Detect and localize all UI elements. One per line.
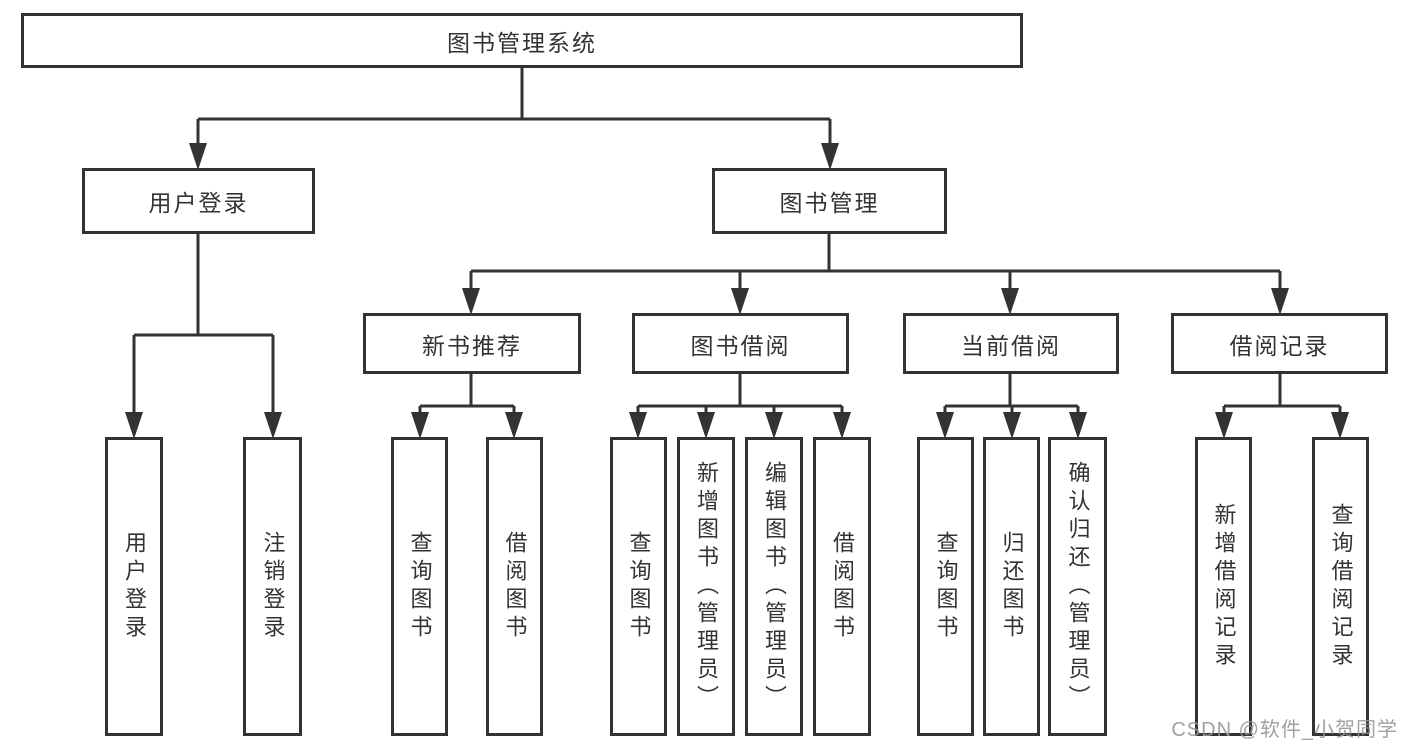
node-book-management-label: 图书管理 [779,190,880,216]
node-borrow-records: 借阅记录 [1171,313,1388,374]
node-book-borrow-label: 图书借阅 [690,332,791,359]
leaf-logout-label: 注销登录 [260,530,286,643]
node-book-borrow: 图书借阅 [632,313,849,374]
node-new-book-recommend: 新书推荐 [363,313,581,374]
leaf-rec-query-books-label: 查询图书 [407,530,433,643]
node-user-login: 用户登录 [82,168,315,234]
node-root-label: 图书管理系统 [447,29,597,56]
leaf-user-login: 用户登录 [105,437,163,736]
leaf-cb-return-books: 归还图书 [983,437,1040,736]
node-current-borrow-label: 当前借阅 [961,332,1061,359]
node-root: 图书管理系统 [21,13,1023,68]
leaf-bb-borrow-books: 借阅图书 [813,437,871,736]
leaf-bb-query-books-label: 查询图书 [626,530,652,643]
leaf-bb-add-books: 新增图书（管理员） [677,437,735,736]
leaf-br-add-record-label: 新增借阅记录 [1211,502,1237,671]
leaf-rec-borrow-books-label: 借阅图书 [502,530,528,643]
csdn-watermark: CSDN @软件_小贺同学 [1171,719,1398,741]
leaf-cb-confirm-return: 确认归还（管理员） [1048,437,1107,736]
arrowheads [125,143,1349,439]
leaf-cb-return-books-label: 归还图书 [999,530,1025,643]
leaf-bb-query-books: 查询图书 [610,437,667,736]
leaf-bb-add-books-label: 新增图书（管理员） [694,460,719,713]
leaf-bb-borrow-books-label: 借阅图书 [830,530,855,643]
node-borrow-records-label: 借阅记录 [1229,332,1330,359]
leaf-bb-edit-books-label: 编辑图书（管理员） [762,460,787,713]
leaf-user-login-label: 用户登录 [122,530,147,643]
leaf-rec-borrow-books: 借阅图书 [486,437,543,736]
leaf-br-query-record-label: 查询借阅记录 [1328,502,1354,671]
node-user-login-label: 用户登录 [148,190,249,216]
leaf-bb-edit-books: 编辑图书（管理员） [745,437,803,736]
leaf-br-query-record: 查询借阅记录 [1312,437,1369,736]
leaf-cb-query-books: 查询图书 [917,437,974,736]
node-new-book-recommend-label: 新书推荐 [422,332,522,359]
leaf-br-add-record: 新增借阅记录 [1195,437,1252,736]
leaf-logout: 注销登录 [243,437,302,736]
leaf-cb-query-books-label: 查询图书 [933,530,959,643]
leaf-rec-query-books: 查询图书 [391,437,448,736]
node-book-management: 图书管理 [712,168,947,234]
leaf-cb-confirm-return-label: 确认归还（管理员） [1065,460,1091,713]
node-current-borrow: 当前借阅 [903,313,1119,374]
